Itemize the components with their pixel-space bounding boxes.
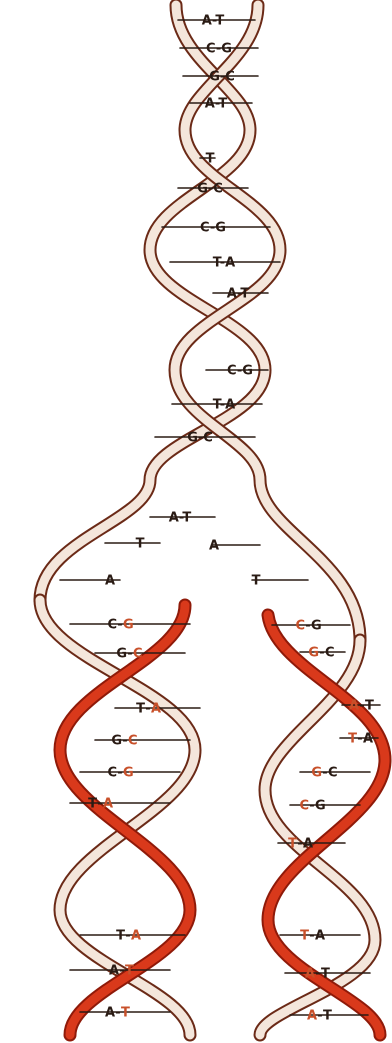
left-daughter-old-base-7: T [116, 929, 125, 944]
right-daughter-old-base-1: G [311, 619, 322, 634]
parent-pair-10: C-G [227, 364, 253, 379]
parent-pair-2: C-G [206, 42, 232, 57]
right-daughter-new-base-4: T [348, 732, 357, 747]
right-daughter-new-base-8: T [300, 929, 309, 944]
left-daughter-dash-2: - [127, 647, 132, 662]
right-daughter-new-base-7: T [288, 837, 297, 852]
left-daughter-old-base-6: T [88, 797, 97, 812]
fork-base-1: T [136, 537, 145, 552]
parent-helix [40, 5, 360, 640]
parent-pair-3: G-C [209, 70, 235, 85]
right-daughter-dash-10: - [317, 1009, 322, 1024]
left-daughter-new-base-5: G [123, 766, 134, 781]
right-daughter-new-base-5: G [311, 766, 322, 781]
fork-base-4: T [252, 574, 261, 589]
right-daughter-new-base-3: A [349, 699, 359, 714]
parent-pair-1: A-T [202, 14, 225, 29]
parent-pair-5: T [206, 152, 215, 167]
fork-base-3: A [105, 574, 115, 589]
right-daughter-dash-2: - [319, 646, 324, 661]
left-daughter-old-base-2: G [116, 647, 127, 662]
parent-pair-11: T-A [213, 398, 235, 413]
right-daughter-old-base-7: A [303, 837, 313, 852]
left-daughter-old-base-1: C [107, 618, 117, 633]
parent-pair-7: C-G [200, 221, 226, 236]
right-daughter-new-base-9: A [305, 967, 315, 982]
right-daughter-dash-4: - [357, 732, 362, 747]
left-daughter-new-base-8: T [125, 964, 134, 979]
parent-pair-4: A-T [205, 97, 228, 112]
right-daughter-dash-1: - [305, 619, 310, 634]
right-daughter-old-base-8: A [315, 929, 325, 944]
right-daughter-old-base-10: T [323, 1009, 332, 1024]
parent-pair-13: A-T [169, 511, 192, 526]
right-daughter-new-base-1: C [295, 619, 305, 634]
left-daughter-dash-4: - [122, 734, 127, 749]
parent-pair-8: T-A [213, 256, 235, 271]
parent-pair-6: G-C [197, 182, 223, 197]
right-daughter-dash-7: - [297, 837, 302, 852]
left-daughter-dash-1: - [117, 618, 122, 633]
right-daughter-new-base-2: G [308, 646, 319, 661]
fork-base-2: A [209, 539, 219, 554]
left-daughter-new-base-6: A [103, 797, 113, 812]
left-daughter-dash-8: - [119, 964, 124, 979]
right-daughter-old-base-2: C [325, 646, 335, 661]
left-daughter-old-base-9: A [105, 1006, 115, 1021]
left-daughter-old-base-3: T [136, 702, 145, 717]
parent-pair-9: A-T [227, 287, 250, 302]
right-daughter-dash-9: - [315, 967, 320, 982]
right-daughter-old-base-5: C [328, 766, 338, 781]
parent-strand-b-fill [175, 5, 360, 640]
left-daughter-dash-3: - [145, 702, 150, 717]
left-daughter-dash-6: - [97, 797, 102, 812]
left-daughter-old-base-5: C [107, 766, 117, 781]
right-daughter-old-base-9: T [321, 967, 330, 982]
right-daughter-dash-5: - [322, 766, 327, 781]
left-daughter-dash-7: - [125, 929, 130, 944]
left-daughter-old-base-8: A [109, 964, 119, 979]
right-daughter-dash-3: - [359, 699, 364, 714]
parent-pair-12: G-C [187, 431, 213, 446]
left-daughter-new-base-2: C [133, 647, 143, 662]
right-daughter-dash-8: - [309, 929, 314, 944]
right-daughter-new-base-6: C [299, 799, 309, 814]
left-daughter-new-base-4: C [128, 734, 138, 749]
left-daughter-new-base-3: A [151, 702, 161, 717]
right-daughter-old-base-4: A [363, 732, 373, 747]
left-daughter-new-base-7: A [131, 929, 141, 944]
left-daughter-new-base-9: T [121, 1006, 130, 1021]
left-daughter-dash-9: - [115, 1006, 120, 1021]
left-daughter-new-base-1: G [123, 618, 134, 633]
right-daughter-dash-6: - [309, 799, 314, 814]
right-daughter-old-base-3: T [365, 699, 374, 714]
left-daughter-old-base-4: G [111, 734, 122, 749]
right-daughter-old-base-6: G [315, 799, 326, 814]
right-daughter-new-base-10: A [307, 1009, 317, 1024]
left-daughter-dash-5: - [117, 766, 122, 781]
